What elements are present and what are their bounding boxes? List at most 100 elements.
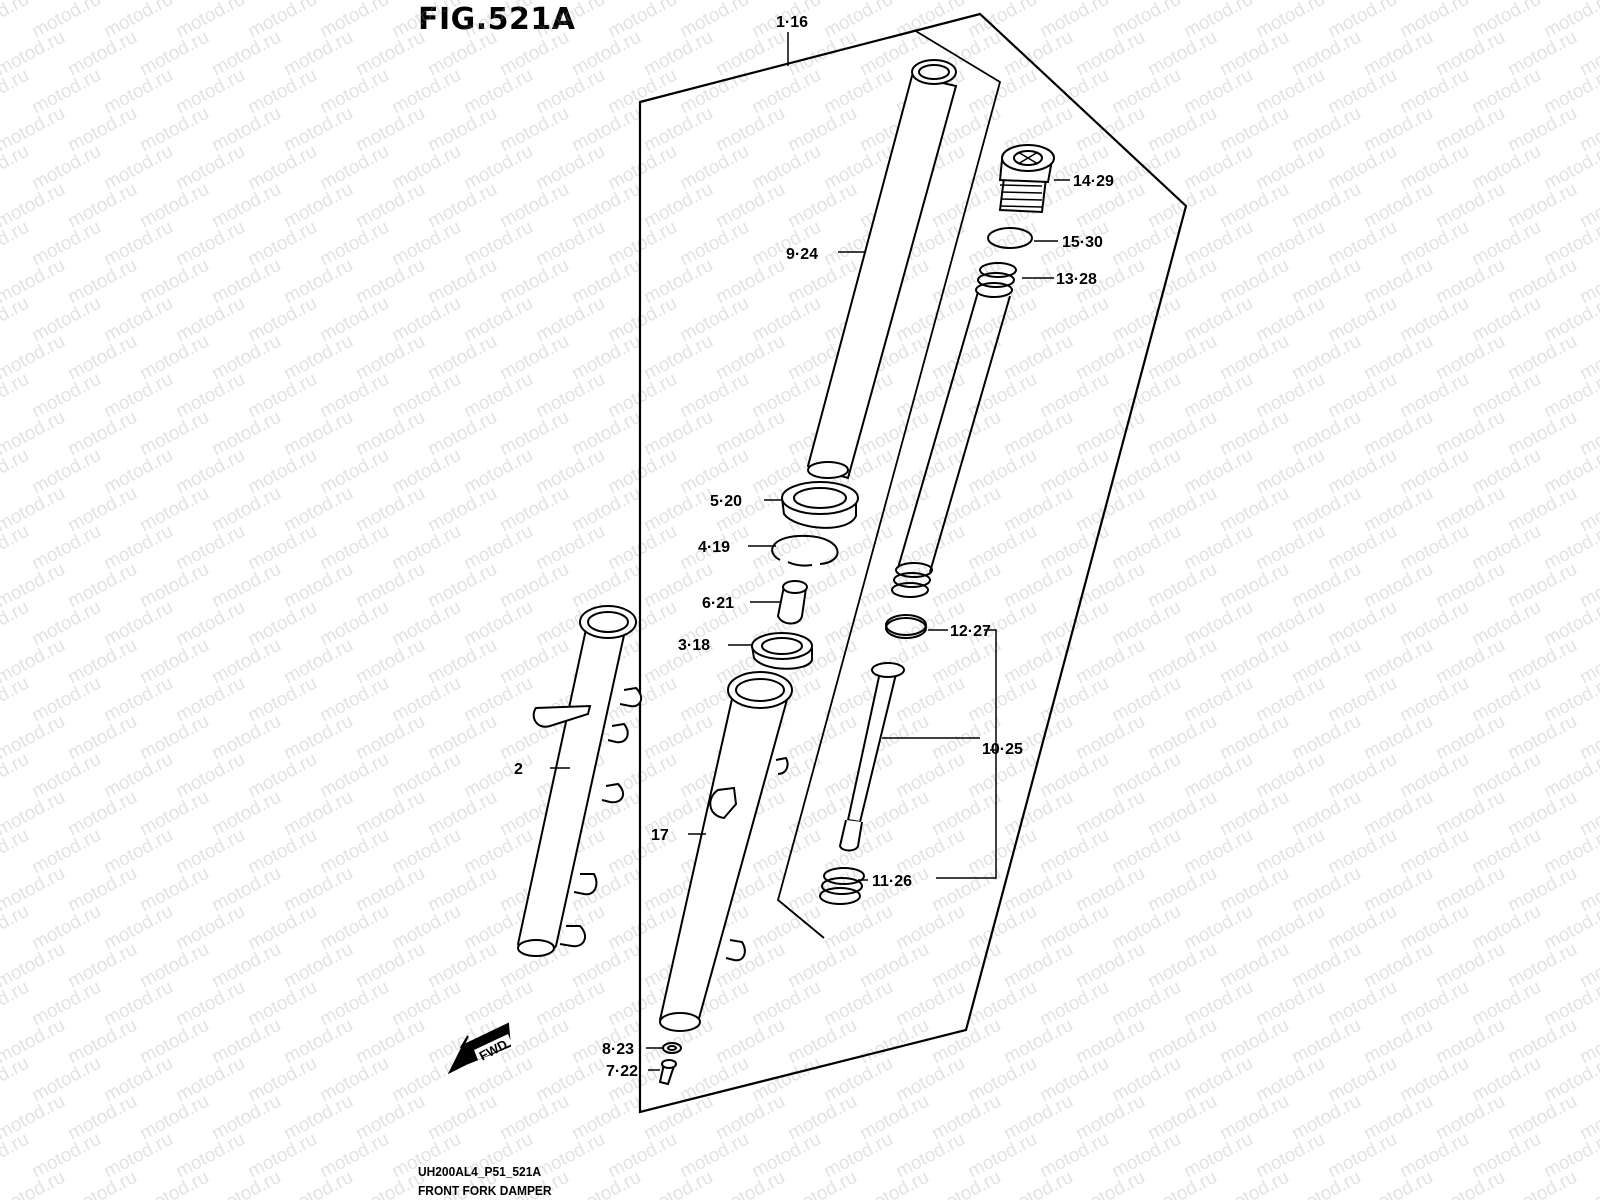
watermark-text: motod.ru bbox=[1180, 445, 1256, 499]
watermark-text: motod.ru bbox=[928, 1091, 1004, 1145]
watermark-text: motod.ru bbox=[1396, 369, 1472, 423]
watermark-text: motod.ru bbox=[1216, 1015, 1292, 1069]
watermark-text: motod.ru bbox=[1252, 293, 1328, 347]
watermark-text: motod.ru bbox=[1504, 1091, 1580, 1145]
watermark-text: motod.ru bbox=[1468, 217, 1544, 271]
damper-rod-part bbox=[838, 662, 905, 852]
watermark-text: motod.ru bbox=[892, 901, 968, 955]
piston-ring-part bbox=[885, 614, 927, 639]
watermark-text: motod.ru bbox=[1288, 711, 1364, 765]
watermark-text: motod.ru bbox=[1072, 1015, 1148, 1069]
watermark-text: motod.ru bbox=[1432, 483, 1508, 537]
watermark-text: motod.ru bbox=[316, 597, 392, 651]
watermark-text: motod.ru bbox=[496, 255, 572, 309]
watermark-text: motod.ru bbox=[1108, 749, 1184, 803]
watermark-text: motod.ru bbox=[1180, 1129, 1256, 1183]
watermark-text: motod.ru bbox=[1432, 407, 1508, 461]
watermark-text: motod.ru bbox=[352, 635, 428, 689]
watermark-text: motod.ru bbox=[64, 787, 140, 841]
watermark-text: motod.ru bbox=[388, 597, 464, 651]
watermark-text: motod.ru bbox=[964, 901, 1040, 955]
watermark-text: motod.ru bbox=[604, 901, 680, 955]
watermark-text: motod.ru bbox=[1216, 711, 1292, 765]
callout-label-piston-ring: 12·27 bbox=[950, 623, 991, 640]
watermark-text: motod.ru bbox=[1144, 483, 1220, 537]
watermark-text: motod.ru bbox=[172, 1129, 248, 1183]
watermark-text: motod.ru bbox=[388, 521, 464, 575]
watermark-text: motod.ru bbox=[1216, 863, 1292, 917]
watermark-text: motod.ru bbox=[1396, 1053, 1472, 1107]
watermark-text: motod.ru bbox=[604, 369, 680, 423]
watermark-text: motod.ru bbox=[928, 635, 1004, 689]
watermark-text: motod.ru bbox=[784, 179, 860, 233]
inner-assembly-boundary bbox=[776, 29, 1002, 939]
watermark-text: motod.ru bbox=[64, 407, 140, 461]
watermark-text: motod.ru bbox=[100, 445, 176, 499]
callout-label-stopper-ring: 4·19 bbox=[698, 539, 730, 556]
watermark-text: motod.ru bbox=[172, 65, 248, 119]
watermark-text: motod.ru bbox=[1432, 863, 1508, 917]
watermark-text: motod.ru bbox=[1468, 749, 1544, 803]
watermark-text: motod.ru bbox=[1360, 407, 1436, 461]
watermark-text: motod.ru bbox=[208, 559, 284, 613]
watermark-text: motod.ru bbox=[424, 635, 500, 689]
watermark-text: motod.ru bbox=[172, 901, 248, 955]
watermark-text: motod.ru bbox=[1252, 445, 1328, 499]
watermark-text: motod.ru bbox=[1432, 331, 1508, 385]
watermark-text: motod.ru bbox=[712, 1015, 788, 1069]
watermark-text: motod.ru bbox=[1072, 635, 1148, 689]
watermark-text: motod.ru bbox=[100, 977, 176, 1031]
watermark-text: motod.ru bbox=[1216, 255, 1292, 309]
watermark-text: motod.ru bbox=[1180, 977, 1256, 1031]
watermark-text: motod.ru bbox=[1216, 1167, 1292, 1200]
watermark-text: motod.ru bbox=[244, 521, 320, 575]
watermark-text: motod.ru bbox=[136, 27, 212, 81]
watermark-text: motod.ru bbox=[64, 939, 140, 993]
watermark-text: motod.ru bbox=[568, 331, 644, 385]
watermark-text: motod.ru bbox=[28, 1129, 104, 1183]
watermark-text: motod.ru bbox=[136, 559, 212, 613]
watermark-text: motod.ru bbox=[172, 597, 248, 651]
watermark-text: motod.ru bbox=[1216, 559, 1292, 613]
watermark-text: motod.ru bbox=[784, 103, 860, 157]
watermark-text: motod.ru bbox=[28, 825, 104, 879]
watermark-text: motod.ru bbox=[640, 483, 716, 537]
callout-label-damper-rod: 10·25 bbox=[982, 741, 1023, 758]
watermark-text: motod.ru bbox=[100, 369, 176, 423]
watermark-text: motod.ru bbox=[100, 217, 176, 271]
watermark-text: motod.ru bbox=[1036, 977, 1112, 1031]
watermark-text: motod.ru bbox=[100, 825, 176, 879]
watermark-text: motod.ru bbox=[964, 977, 1040, 1031]
watermark-text: motod.ru bbox=[748, 369, 824, 423]
watermark-text: motod.ru bbox=[712, 331, 788, 385]
watermark-text: motod.ru bbox=[388, 901, 464, 955]
watermark-text: motod.ru bbox=[892, 1129, 968, 1183]
outer-tube-left-part bbox=[516, 605, 643, 957]
watermark-text: motod.ru bbox=[640, 27, 716, 81]
watermark-text: motod.ru bbox=[388, 217, 464, 271]
watermark-text: motod.ru bbox=[460, 521, 536, 575]
watermark-text: motod.ru bbox=[1396, 749, 1472, 803]
figure-title: FIG.521A bbox=[418, 2, 576, 37]
watermark-text: motod.ru bbox=[1072, 1167, 1148, 1200]
watermark-text: motod.ru bbox=[1360, 559, 1436, 613]
watermark-text: motod.ru bbox=[856, 939, 932, 993]
watermark-text: motod.ru bbox=[136, 939, 212, 993]
watermark-text: motod.ru bbox=[388, 825, 464, 879]
watermark-text: motod.ru bbox=[280, 939, 356, 993]
watermark-text: motod.ru bbox=[820, 1053, 896, 1107]
watermark-text: motod.ru bbox=[1288, 483, 1364, 537]
watermark-text: motod.ru bbox=[388, 1053, 464, 1107]
watermark-text: motod.ru bbox=[424, 407, 500, 461]
watermark-text: motod.ru bbox=[280, 331, 356, 385]
watermark-text: motod.ru bbox=[928, 787, 1004, 841]
watermark-text: motod.ru bbox=[424, 179, 500, 233]
watermark-text: motod.ru bbox=[208, 939, 284, 993]
watermark-text: motod.ru bbox=[1036, 901, 1112, 955]
watermark-text: motod.ru bbox=[28, 1053, 104, 1107]
watermark-text: motod.ru bbox=[1468, 293, 1544, 347]
watermark-text: motod.ru bbox=[1504, 939, 1580, 993]
watermark-text: motod.ru bbox=[496, 103, 572, 157]
watermark-text: motod.ru bbox=[388, 673, 464, 727]
callout-label-inner-tube: 9·24 bbox=[786, 246, 818, 263]
